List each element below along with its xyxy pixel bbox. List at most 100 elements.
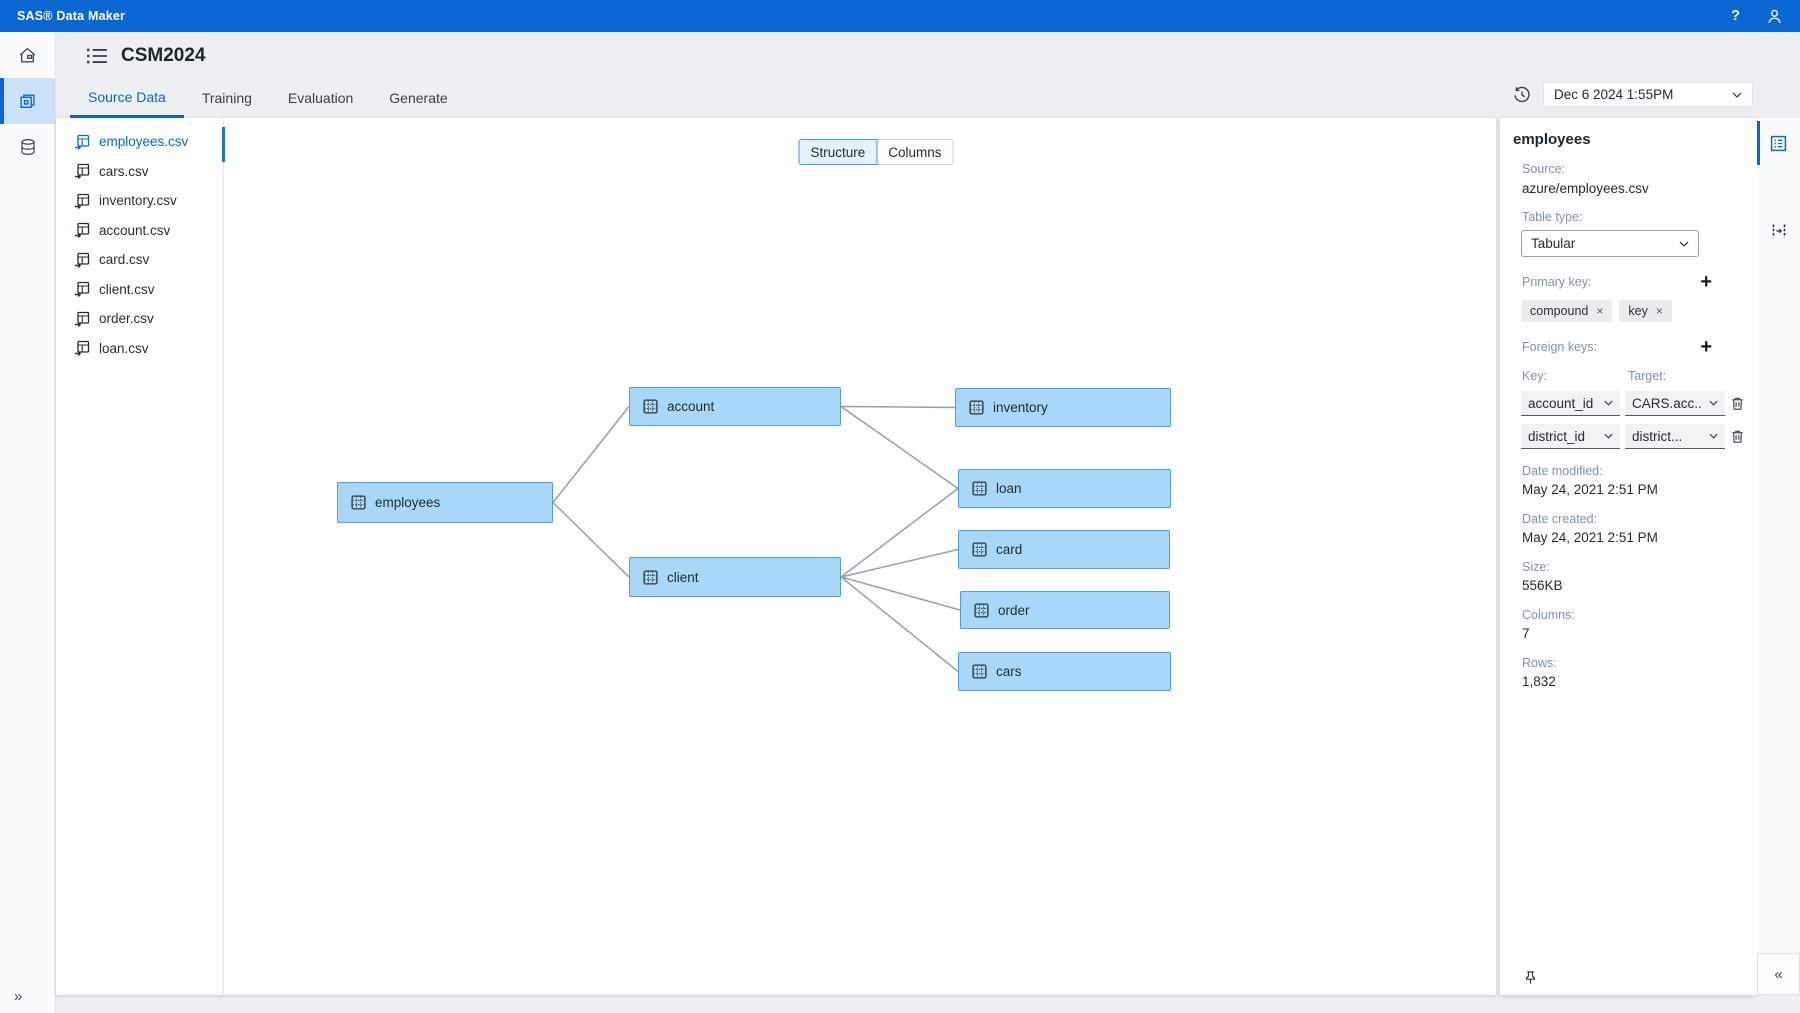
database-icon xyxy=(20,139,35,155)
table-file-icon xyxy=(75,164,90,180)
diagram-node-account[interactable]: account xyxy=(629,387,841,426)
fk-key-column-label: Key: xyxy=(1522,369,1548,383)
collapse-panel-button[interactable]: « xyxy=(1757,953,1800,995)
source-label: Source: xyxy=(1522,162,1566,176)
tab-evaluation[interactable]: Evaluation xyxy=(287,89,354,106)
nav-projects[interactable] xyxy=(0,78,55,124)
expand-sidebar-button[interactable]: » xyxy=(14,988,23,1005)
history-button[interactable] xyxy=(1513,86,1531,104)
meta-value: 1,832 xyxy=(1522,674,1556,689)
pin-icon xyxy=(1525,971,1536,984)
table-grid-icon xyxy=(972,481,987,496)
chevron-down-icon xyxy=(1709,400,1718,406)
node-label: cars xyxy=(996,664,1022,679)
source-file-list: employees.csv cars.csv inventory.csv acc… xyxy=(56,118,225,995)
app-title: SAS® Data Maker xyxy=(17,9,126,23)
diagram-node-cars[interactable]: cars xyxy=(958,652,1171,691)
diagram-node-employees[interactable]: employees xyxy=(337,482,553,523)
version-dropdown[interactable]: Dec 6 2024 1:55PM xyxy=(1543,82,1753,107)
file-item-order[interactable]: order.csv xyxy=(56,304,223,334)
table-grid-icon xyxy=(974,602,989,618)
primary-key-tags: compound × key × xyxy=(1513,300,1745,322)
primary-key-tag: compound × xyxy=(1521,300,1613,322)
meta-label: Columns: xyxy=(1522,608,1575,622)
toggle-columns[interactable]: Columns xyxy=(877,139,954,165)
file-item-cars[interactable]: cars.csv xyxy=(56,157,223,187)
node-label: order xyxy=(998,602,1030,618)
table-type-value: Tabular xyxy=(1531,236,1576,251)
file-name: cars.csv xyxy=(99,163,149,179)
node-label: inventory xyxy=(993,400,1048,415)
fk-target-dropdown[interactable]: CARS.acc.. xyxy=(1625,391,1725,416)
remove-tag-icon[interactable]: × xyxy=(1655,304,1663,318)
meta-label: Rows: xyxy=(1522,656,1557,670)
panel-tab-properties[interactable] xyxy=(1757,118,1800,168)
remove-tag-icon[interactable]: × xyxy=(1596,304,1604,318)
node-label: employees xyxy=(375,495,441,510)
user-icon xyxy=(1768,9,1781,23)
toggle-structure[interactable]: Structure xyxy=(798,139,878,165)
chevron-down-icon xyxy=(1604,433,1613,439)
table-type-dropdown[interactable]: Tabular xyxy=(1521,230,1699,257)
foreign-key-row: account_id CARS.acc.. xyxy=(1513,391,1745,416)
file-item-client[interactable]: client.csv xyxy=(56,275,223,305)
table-details-panel: employees Source: azure/employees.csv Ta… xyxy=(1500,118,1757,995)
delete-foreign-key-button[interactable] xyxy=(1730,429,1745,444)
file-item-inventory[interactable]: inventory.csv xyxy=(56,186,223,216)
diagram-node-loan[interactable]: loan xyxy=(958,469,1171,508)
nav-data[interactable] xyxy=(0,124,55,170)
table-file-icon xyxy=(75,252,90,268)
primary-key-tag: key × xyxy=(1619,300,1672,322)
chevron-down-icon xyxy=(1709,433,1718,439)
help-button[interactable]: ? xyxy=(1731,8,1740,24)
add-primary-key-button[interactable]: + xyxy=(1700,271,1712,293)
properties-icon xyxy=(1770,135,1787,151)
pin-panel-button[interactable] xyxy=(1524,970,1537,985)
meta-label: Date modified: xyxy=(1522,464,1603,478)
meta-value: May 24, 2021 2:51 PM xyxy=(1522,482,1658,497)
table-grid-icon xyxy=(972,664,987,679)
node-label: loan xyxy=(996,481,1022,496)
file-item-account[interactable]: account.csv xyxy=(56,216,223,246)
fk-target-dropdown[interactable]: district... xyxy=(1625,424,1725,449)
version-dropdown-value: Dec 6 2024 1:55PM xyxy=(1554,87,1674,102)
panel-tab-mapping[interactable] xyxy=(1757,206,1800,256)
tab-source-data[interactable]: Source Data xyxy=(70,79,184,118)
file-list-scrollbar[interactable] xyxy=(222,127,225,162)
node-label: client xyxy=(667,569,699,585)
project-list-icon[interactable] xyxy=(86,47,108,65)
diagram-node-card[interactable]: card xyxy=(958,530,1170,569)
file-item-loan[interactable]: loan.csv xyxy=(56,334,223,364)
file-item-card[interactable]: card.csv xyxy=(56,245,223,275)
diagram-node-order[interactable]: order xyxy=(960,591,1170,629)
trash-icon xyxy=(1732,430,1743,443)
diagram-node-client[interactable]: client xyxy=(629,557,841,597)
projects-icon xyxy=(20,93,35,108)
node-label: account xyxy=(667,399,715,414)
right-tool-rail: « xyxy=(1757,118,1800,995)
file-name: client.csv xyxy=(99,281,155,297)
add-foreign-key-button[interactable]: + xyxy=(1700,336,1712,358)
tag-label: key xyxy=(1628,304,1648,318)
delete-foreign-key-button[interactable] xyxy=(1730,396,1745,411)
diagram-node-inventory[interactable]: inventory xyxy=(955,388,1171,427)
file-name: order.csv xyxy=(99,311,154,327)
diagram-canvas: Structure Columns employees account clie… xyxy=(224,118,1496,995)
tab-generate[interactable]: Generate xyxy=(389,89,448,106)
nav-home[interactable] xyxy=(0,32,55,78)
table-grid-icon xyxy=(351,495,366,510)
tab-training[interactable]: Training xyxy=(201,89,252,106)
meta-value: May 24, 2021 2:51 PM xyxy=(1522,530,1658,545)
page-header: CSM2024 xyxy=(56,36,206,76)
relationship-edges xyxy=(552,405,961,673)
fk-key-dropdown[interactable]: district_id xyxy=(1521,424,1621,449)
chevron-down-icon xyxy=(1679,241,1689,247)
file-item-employees[interactable]: employees.csv xyxy=(56,127,223,157)
user-account-button[interactable] xyxy=(1766,8,1783,25)
fk-key-dropdown[interactable]: account_id xyxy=(1521,391,1621,416)
trash-icon xyxy=(1732,397,1743,410)
fk-target-column-label: Target: xyxy=(1628,369,1667,383)
table-grid-icon xyxy=(643,569,658,585)
fk-key-value: account_id xyxy=(1528,395,1594,411)
meta-value: 7 xyxy=(1522,626,1530,641)
